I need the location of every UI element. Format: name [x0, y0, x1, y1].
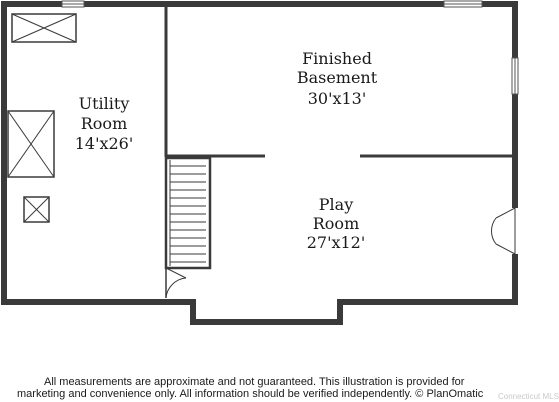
fixture-box-top [11, 13, 77, 43]
window-top-left [61, 0, 85, 8]
window-right [511, 57, 519, 95]
play-room-dims: 27'x12' [307, 233, 366, 252]
fixture-water-heater [23, 196, 50, 223]
utility-room-name-2: Room [81, 114, 127, 133]
fixture-furnace [7, 110, 55, 178]
double-door-right [490, 207, 521, 255]
disclaimer: All measurements are approximate and not… [0, 376, 559, 400]
play-room-name-1: Play [319, 195, 353, 214]
finished-basement-name-1: Finished [302, 49, 372, 68]
window-top-right [443, 0, 483, 8]
utility-room-name-1: Utility [79, 94, 130, 113]
disclaimer-line-1: All measurements are approximate and not… [44, 376, 465, 388]
finished-basement-dims: 30'x13' [308, 89, 367, 108]
disclaimer-line-2: marketing and convenience only. All info… [17, 388, 484, 400]
finished-basement-name-2: Basement [297, 68, 378, 87]
utility-room-dims: 14'x26' [75, 134, 134, 153]
door-swing-stairs [165, 267, 187, 299]
play-room-name-2: Room [313, 214, 359, 233]
mls-watermark: Connecticut MLS 201 [498, 392, 559, 401]
staircase [164, 156, 212, 270]
exterior-wall [1, 1, 518, 325]
